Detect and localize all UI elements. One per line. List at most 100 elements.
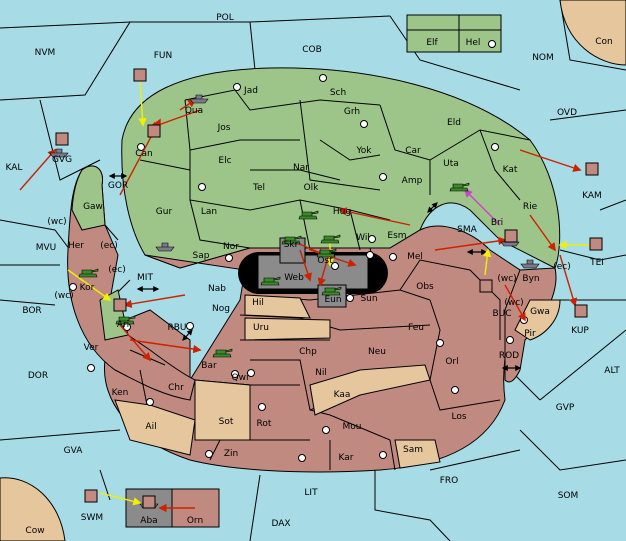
label-sam: Sam <box>403 445 423 455</box>
label-los: Los <box>451 412 466 422</box>
label-mit: MIT <box>137 273 153 283</box>
label-qwi: Qwi <box>232 373 249 383</box>
unit-army-hug[interactable] <box>298 210 319 220</box>
label-aba: Aba <box>140 516 157 526</box>
channel-arrows <box>108 173 522 371</box>
unit-army-skr[interactable] <box>281 235 302 245</box>
coast-label-kor-wc: (wc) <box>54 291 73 301</box>
label-ken: Ken <box>112 388 129 398</box>
label-con: Con <box>595 37 613 47</box>
label-lan: Lan <box>201 207 217 217</box>
unit-army-ari[interactable] <box>115 315 136 325</box>
label-rie: Rie <box>523 202 538 212</box>
unit-army-ost[interactable] <box>316 248 337 258</box>
label-alt: ALT <box>604 366 620 376</box>
label-mvu: MVU <box>36 243 57 253</box>
label-ost: Ost <box>317 256 333 266</box>
region-elf[interactable] <box>406 14 460 53</box>
label-olk: Olk <box>304 183 320 193</box>
label-orl: Orl <box>445 357 458 367</box>
unit-army-bar[interactable] <box>212 348 233 358</box>
coast-label-bri-wc: (wc) <box>497 274 516 284</box>
label-nog: Nog <box>212 304 230 314</box>
unit-fleet-gaw[interactable] <box>49 148 69 158</box>
unit-army-wil[interactable] <box>320 234 341 244</box>
unit-army-kor[interactable] <box>78 268 99 278</box>
coast-label-gaw-wc: (wc) <box>47 217 66 227</box>
label-byn: Byn <box>522 274 539 284</box>
supply-centers <box>69 40 528 462</box>
label-uta: Uta <box>443 159 459 169</box>
label-zin: Zin <box>224 449 238 459</box>
coast-label-her-ec: (ec) <box>100 241 118 251</box>
label-nab: Nab <box>208 284 226 294</box>
unit-fleet-sap[interactable] <box>155 242 175 252</box>
label-jos: Jos <box>217 123 231 133</box>
label-hil: Hil <box>252 298 264 308</box>
label-kup: KUP <box>571 326 589 336</box>
label-kam: KAM <box>582 191 602 201</box>
label-ari: Ari <box>117 320 129 330</box>
label-ail: Ail <box>145 422 156 432</box>
unit-army-web[interactable] <box>260 276 281 286</box>
region-gwa-pir[interactable] <box>514 299 561 341</box>
label-chp: Chp <box>299 347 317 357</box>
region-uru[interactable] <box>244 317 331 341</box>
label-rod: ROD <box>499 351 519 361</box>
unit-fleet-byn[interactable] <box>520 259 540 269</box>
region-hil[interactable] <box>244 294 311 319</box>
label-neu: Neu <box>368 347 386 357</box>
region-ail[interactable] <box>114 399 196 456</box>
label-fro: FRO <box>440 476 459 486</box>
label-kal: KAL <box>6 163 23 173</box>
label-skr: Skr <box>284 240 299 250</box>
label-hug: Hug <box>333 207 351 217</box>
label-bor: BOR <box>22 306 41 316</box>
label-kor: Kor <box>80 283 95 293</box>
label-sot: Sot <box>219 417 234 427</box>
label-jad: Jad <box>243 86 258 96</box>
label-her: Her <box>68 241 84 251</box>
label-tel: Tel <box>252 183 265 193</box>
label-grh: Grh <box>344 107 360 117</box>
label-nil: Nil <box>315 368 327 378</box>
label-feu: Feu <box>408 323 424 333</box>
label-nvm: NVM <box>35 48 56 58</box>
unit-army-eun[interactable] <box>321 286 342 296</box>
label-eun: Eun <box>324 295 341 305</box>
label-gwa: Gwa <box>530 307 550 317</box>
label-car: Car <box>405 146 421 156</box>
label-gor: GOR <box>108 181 128 191</box>
label-cow: Cow <box>25 526 44 536</box>
units-layer <box>49 94 540 509</box>
region-kaa[interactable] <box>309 364 431 416</box>
label-gva: GVA <box>64 446 84 456</box>
label-tei: TEI <box>589 258 604 268</box>
label-pir: Pir <box>524 329 536 339</box>
label-pol: POL <box>216 13 234 23</box>
green-borders <box>139 89 531 251</box>
label-sma: SMA <box>457 225 477 235</box>
label-sun: Sun <box>360 294 377 304</box>
unit-army-uta[interactable] <box>449 182 470 192</box>
region-sam[interactable] <box>394 439 441 469</box>
label-buc: BUC <box>492 309 511 319</box>
unit-fleet-qua[interactable] <box>189 94 209 104</box>
label-dax: DAX <box>271 519 290 529</box>
label-uru: Uru <box>253 323 269 333</box>
label-sap: Sap <box>193 251 210 261</box>
label-amp: Amp <box>402 176 423 186</box>
label-sch: Sch <box>330 88 346 98</box>
label-esm: Esm <box>387 231 406 241</box>
label-gvp: GVP <box>556 403 575 413</box>
label-elc: Elc <box>218 156 231 166</box>
label-dor: DOR <box>28 371 48 381</box>
label-kar: Kar <box>339 453 354 463</box>
label-qua: Qua <box>185 106 203 116</box>
label-bri: Bri <box>491 218 503 228</box>
region-sot[interactable] <box>194 379 251 441</box>
label-web: Web <box>284 273 304 283</box>
region-gaw[interactable] <box>71 165 106 231</box>
